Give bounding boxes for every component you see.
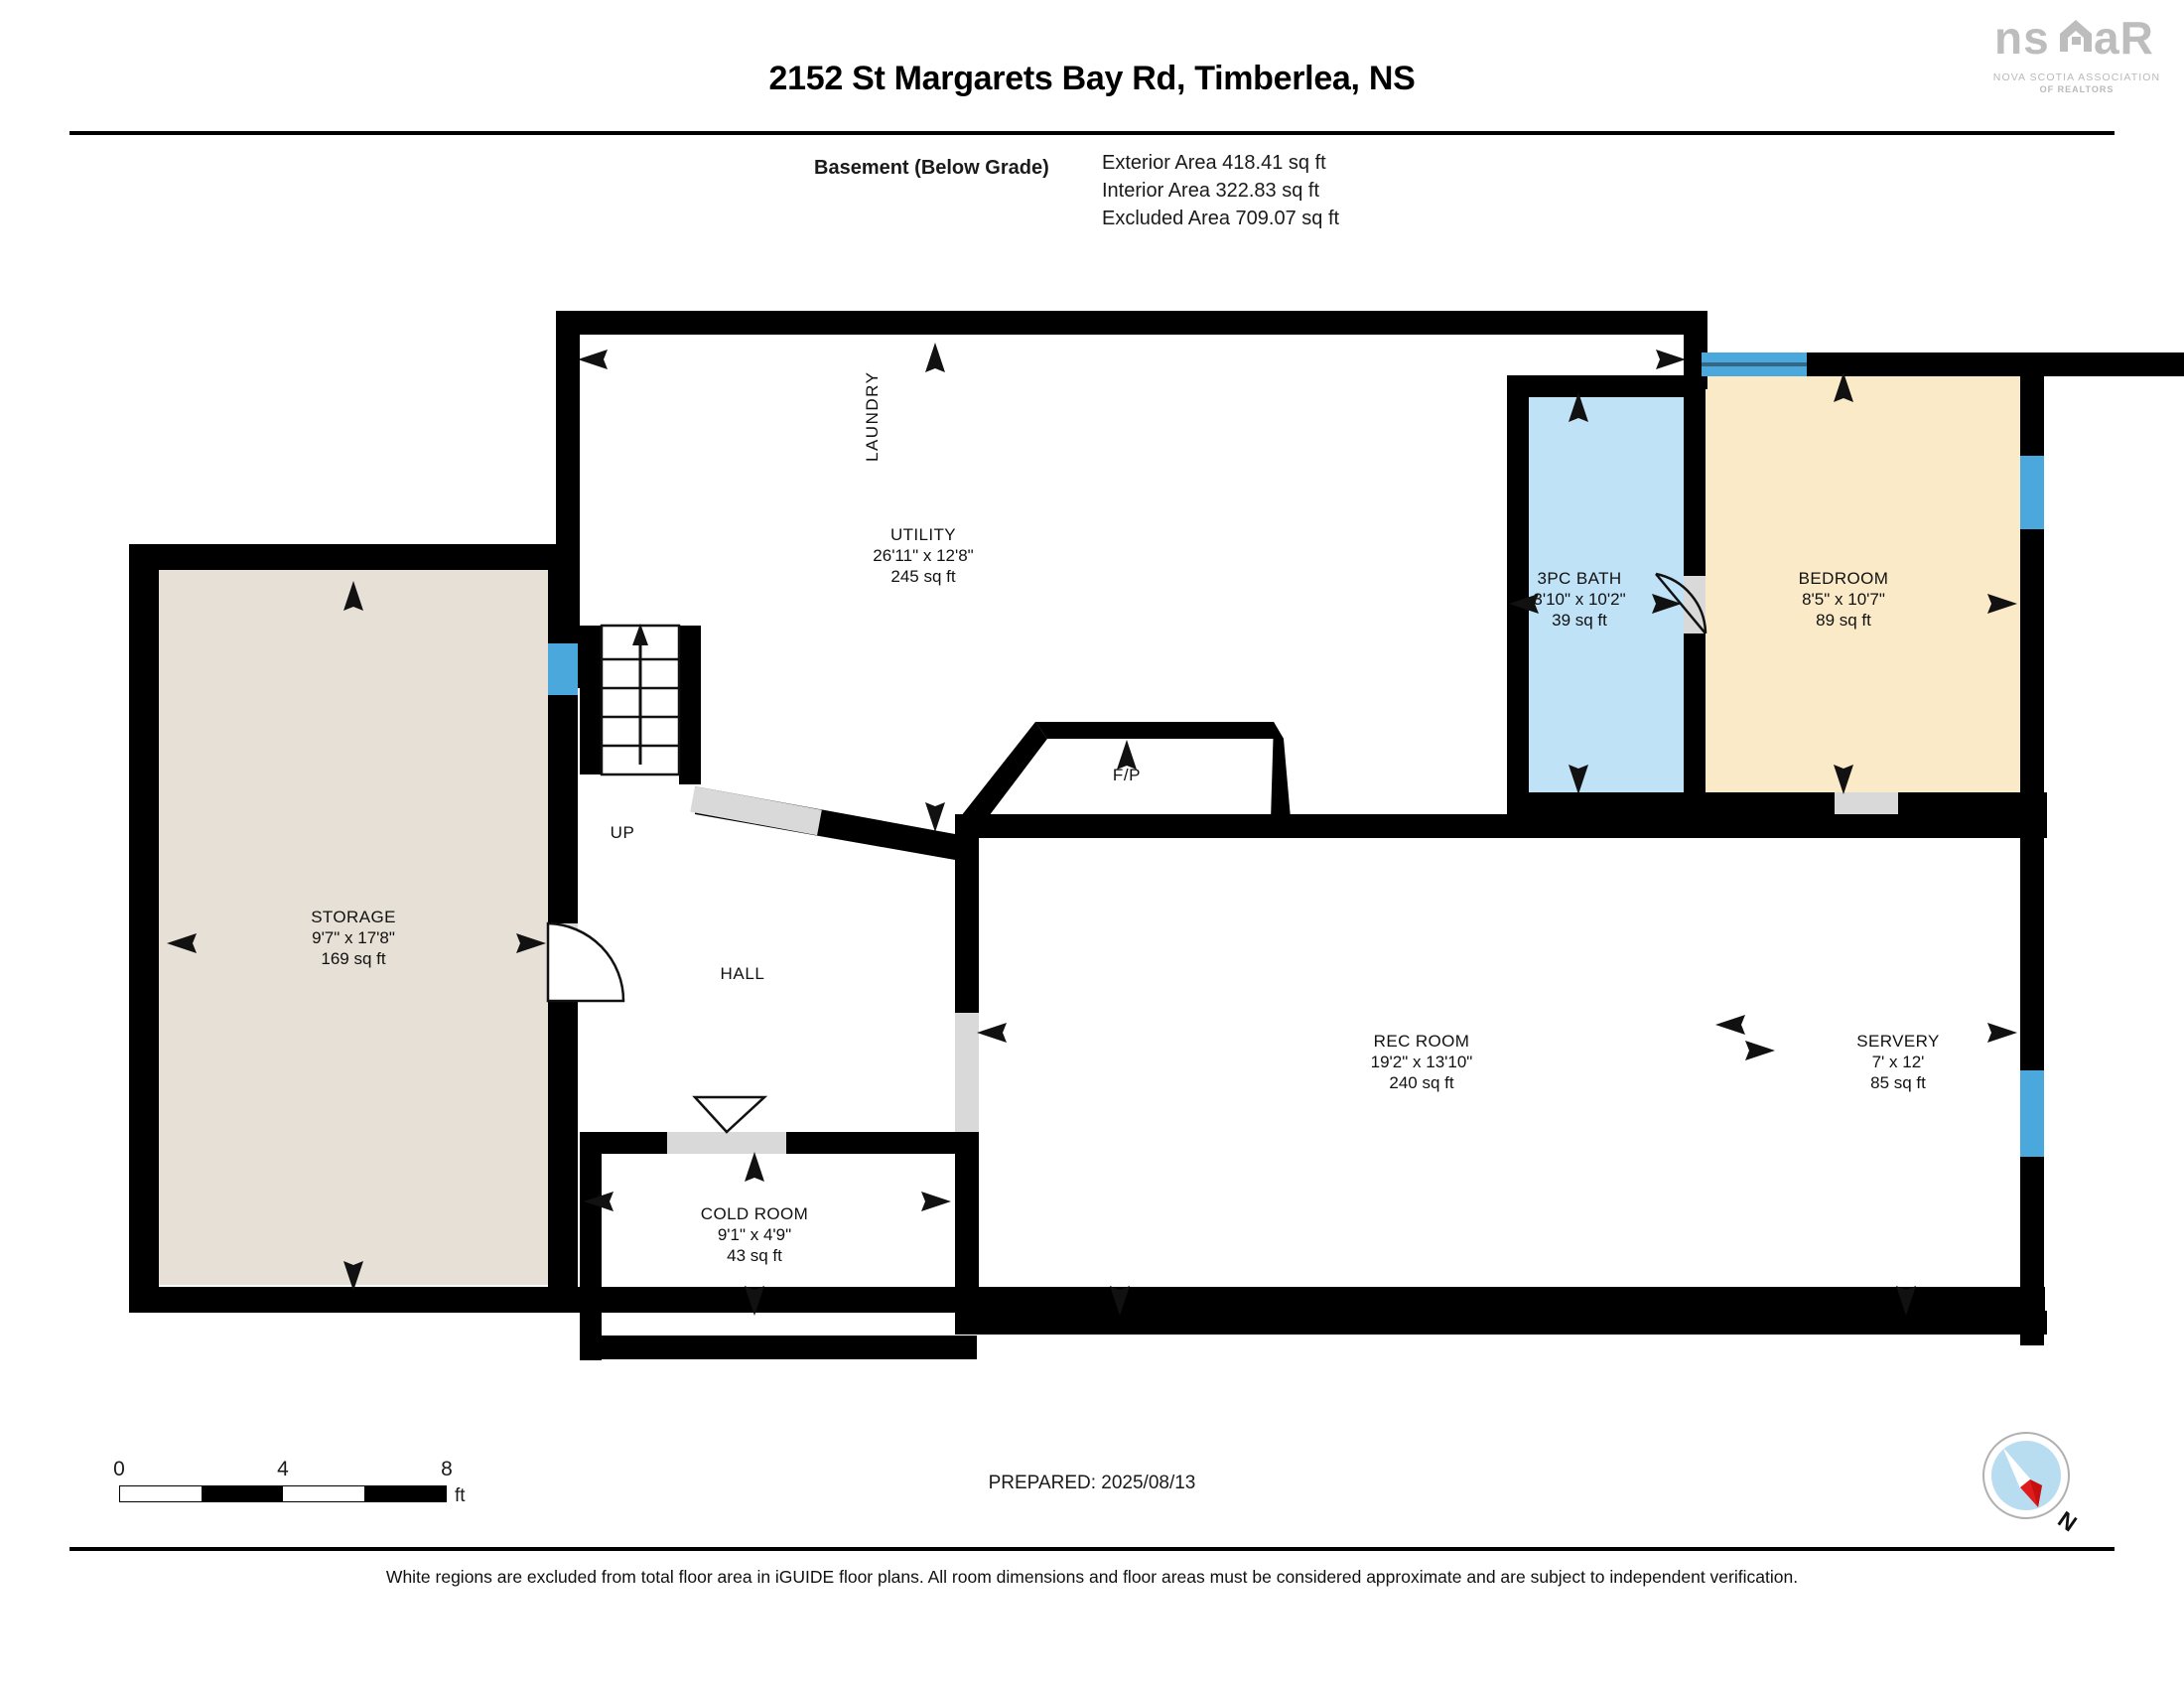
compass-icon [1982,1432,2070,1519]
interior-area: Interior Area 322.83 sq ft [1102,180,1320,202]
room-label-laundry: LAUNDRY [863,370,882,462]
window-stairwell-left [548,643,578,695]
room-area-utility: 245 sq ft [890,567,956,586]
walls [129,311,2184,1360]
scale-tick-8: 8 [441,1458,453,1480]
door-opening-bath [1684,576,1706,633]
scale-seg-4 [364,1486,446,1501]
scale-seg-3 [283,1486,364,1501]
storage-fill [159,568,548,1285]
dimension-arrows [167,343,2017,1316]
room-area-servery: 85 sq ft [1870,1073,1926,1092]
door-swing-cold-room [692,1095,768,1134]
room-label-bedroom: BEDROOM 8'5" x 10'7" 89 sq ft [1799,568,1889,631]
prepared-date: PREPARED: 2025/08/13 [988,1473,1196,1493]
scale-unit-label: ft [455,1485,466,1506]
room-dim-servery: 7' x 12' [1871,1053,1925,1071]
room-dim-cold-room: 9'1" x 4'9" [717,1225,792,1244]
window-bedroom-top [1702,352,1807,376]
room-label-rec-room: REC ROOM 19'2" x 13'10" 240 sq ft [1371,1031,1473,1093]
room-label-hall: HALL [720,964,765,983]
compass-rose: N [1980,1430,2082,1537]
scale-bar-track [119,1485,447,1502]
room-area-rec-room: 240 sq ft [1389,1073,1454,1092]
scale-bar: 0 4 8 ft [113,1458,465,1517]
room-label-servery: SERVERY 7' x 12' 85 sq ft [1856,1031,1939,1093]
nsar-logo-glyph: ns aR [1994,12,2154,64]
room-area-cold-room: 43 sq ft [727,1246,782,1265]
nsar-logo-line2: OF REALTORS [2039,84,2115,94]
door-opening-hall-rec [955,1013,979,1132]
exterior-area: Exterior Area 418.41 sq ft [1102,152,1326,174]
scale-seg-2 [202,1486,283,1501]
door-opening-hall-stairs [690,786,822,836]
nsar-logo-mark: ns aR [1987,12,2166,70]
windows [548,352,2044,1157]
window-rec-right [2020,1070,2044,1157]
bedroom-fill [1702,357,2044,814]
room-dim-utility: 26'11" x 12'8" [873,546,974,565]
room-area-bath-3pc: 39 sq ft [1552,611,1607,630]
room-dim-rec-room: 19'2" x 13'10" [1370,1053,1473,1071]
footer-divider [69,1547,2115,1551]
room-dim-bath-3pc: 3'10" x 10'2" [1533,590,1626,609]
nsar-logo-line1: NOVA SCOTIA ASSOCIATION [1992,71,2161,83]
room-label-utility: UTILITY 26'11" x 12'8" 245 sq ft [873,524,973,587]
room-name-storage: STORAGE [311,908,396,926]
room-area-storage: 169 sq ft [321,949,386,968]
room-name-utility: UTILITY [889,525,957,544]
disclaimer-text: White regions are excluded from total fl… [385,1567,1799,1587]
room-label-bath-3pc: 3PC BATH 3'10" x 10'2" 39 sq ft [1533,568,1625,631]
svg-text:aR: aR [2094,14,2154,62]
room-area-bedroom: 89 sq ft [1816,611,1871,630]
room-name-bath-3pc: 3PC BATH [1537,569,1622,588]
room-name-cold-room: COLD ROOM [700,1204,809,1223]
window-bedroom-right [2020,456,2044,529]
stairs-up-label: UP [610,823,635,842]
room-name-bedroom: BEDROOM [1798,569,1889,588]
window-bedroom-top-line [1702,362,1807,366]
door-opening-bedroom [1835,792,1898,814]
scale-tick-0: 0 [113,1458,125,1480]
room-fills [159,357,2044,1285]
room-label-storage: STORAGE 9'7" x 17'8" 169 sq ft [311,907,396,969]
door-swing-bath [1655,572,1707,634]
svg-text:ns: ns [1994,14,2050,62]
room-dim-storage: 9'7" x 17'8" [312,928,395,947]
room-label-cold-room: COLD ROOM 9'1" x 4'9" 43 sq ft [701,1203,808,1266]
room-name-servery: SERVERY [1856,1032,1940,1051]
page-title: 2152 St Margarets Bay Rd, Timberlea, NS [768,60,1416,97]
scale-seg-1 [120,1486,202,1501]
door-swing-storage [546,921,625,1003]
fireplace-label: F/P [1112,766,1142,784]
door-opening-cold-room [667,1132,786,1154]
level-label: Basement (Below Grade) [814,157,1049,179]
stairs-up [600,624,681,776]
header-divider [69,131,2115,135]
nsar-logo: ns aR NOVA SCOTIA ASSOCIATION OF REALTOR… [1987,12,2166,94]
excluded-area: Excluded Area 709.07 sq ft [1102,208,1340,229]
room-dim-bedroom: 8'5" x 10'7" [1802,590,1885,609]
scale-tick-4: 4 [277,1458,289,1480]
room-name-rec-room: REC ROOM [1373,1032,1470,1051]
area-summary: Basement (Below Grade) Exterior Area 418… [814,149,1339,232]
doors [546,572,1898,1154]
